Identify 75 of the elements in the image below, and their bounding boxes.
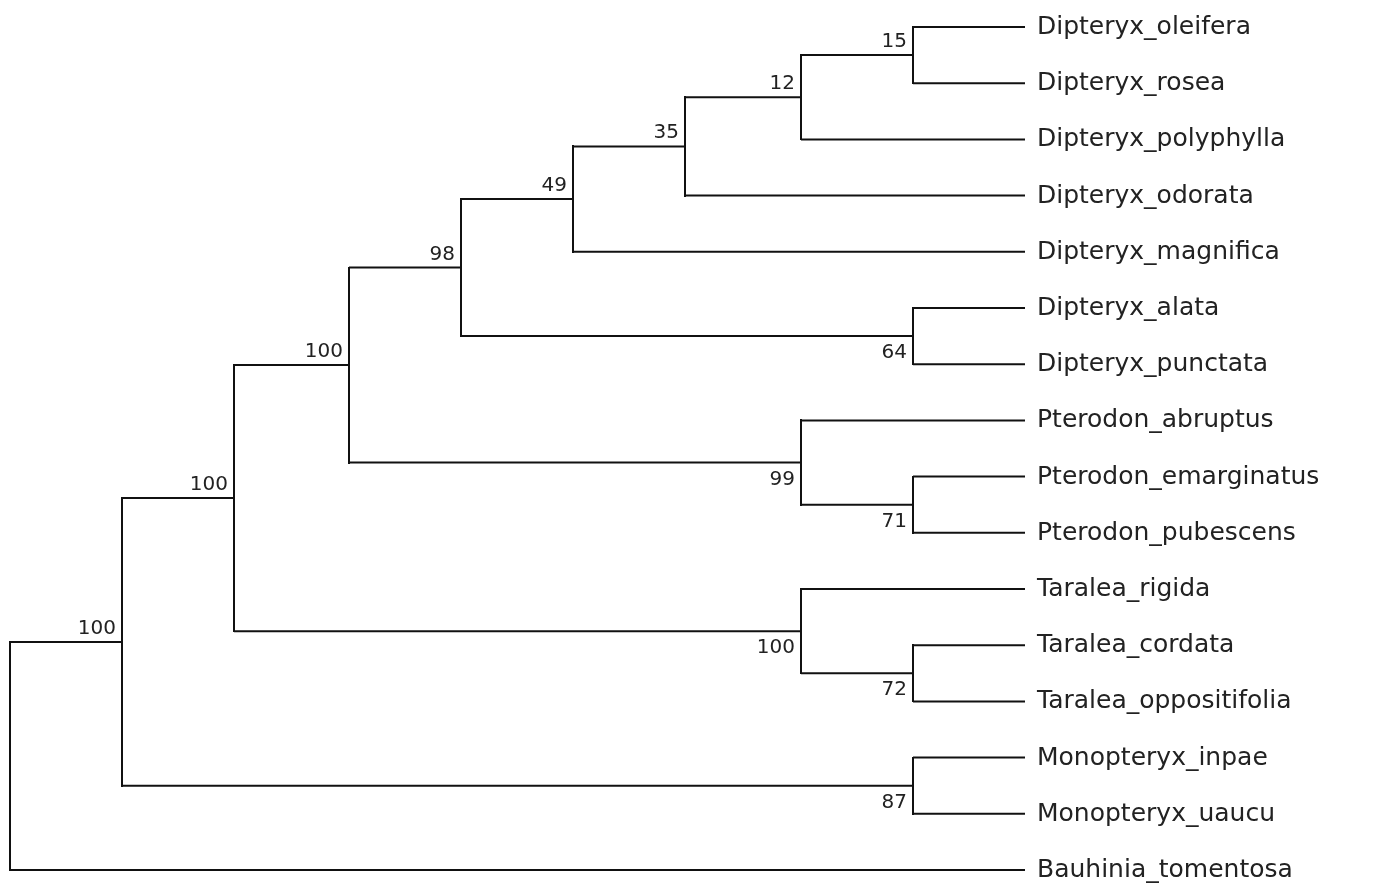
branch-line — [800, 588, 1026, 590]
branch-line — [912, 531, 1026, 534]
branch-line — [348, 461, 802, 464]
branch-line — [800, 419, 1026, 422]
bootstrap-value: 15 — [881, 29, 907, 52]
clade-node-line — [572, 145, 574, 253]
branch-line — [233, 630, 802, 633]
bootstrap-value: 100 — [189, 472, 228, 495]
branch-line — [912, 307, 1026, 309]
clade-node-line — [912, 307, 914, 366]
taxon-label: Dipteryx_alata — [1037, 292, 1220, 322]
taxon-label: Taralea_rigida — [1037, 573, 1211, 603]
branch-line — [572, 145, 686, 148]
bootstrap-value: 100 — [304, 339, 343, 362]
taxon-label: Dipteryx_punctata — [1037, 348, 1269, 379]
taxon-label: Dipteryx_oleifera — [1037, 11, 1251, 41]
branch-line — [800, 503, 914, 506]
branch-line — [684, 96, 802, 99]
bootstrap-value: 49 — [541, 173, 567, 196]
branch-line — [9, 869, 1026, 871]
taxon-label: Dipteryx_odorata — [1037, 179, 1254, 210]
bootstrap-value: 100 — [756, 635, 795, 658]
taxon-label: Pterodon_pubescens — [1037, 516, 1296, 547]
branch-line — [912, 82, 1026, 85]
branch-line — [684, 194, 1026, 197]
branch-line — [348, 266, 462, 269]
clade-node-line — [460, 198, 462, 338]
bootstrap-value: 87 — [881, 789, 907, 812]
taxon-label: Pterodon_emarginatus — [1037, 460, 1320, 491]
branch-line — [800, 54, 914, 57]
taxon-label: Dipteryx_polyphylla — [1037, 123, 1286, 154]
clade-node-line — [912, 26, 914, 85]
bootstrap-value: 100 — [77, 615, 116, 638]
taxon-label: Pterodon_abruptus — [1037, 404, 1274, 435]
branch-line — [912, 812, 1026, 815]
branch-line — [121, 784, 914, 787]
clade-node-line — [800, 54, 802, 141]
clade-node-line — [233, 364, 235, 633]
branch-line — [912, 363, 1026, 366]
branch-line — [233, 364, 350, 367]
bootstrap-value: 98 — [429, 241, 455, 264]
taxon-label: Taralea_oppositifolia — [1037, 685, 1292, 716]
taxon-label: Monopteryx_uaucu — [1037, 797, 1276, 828]
clade-node-line — [348, 266, 350, 464]
branch-line — [460, 335, 914, 338]
branch-line — [912, 26, 1026, 28]
branch-line — [912, 700, 1026, 703]
branch-line — [912, 475, 1026, 478]
branch-line — [912, 756, 1026, 759]
branch-line — [800, 138, 1026, 141]
bootstrap-value: 64 — [881, 340, 907, 363]
branch-line — [800, 672, 914, 675]
clade-node-line — [684, 96, 686, 197]
clade-node-line — [121, 497, 123, 787]
clade-node-line — [800, 588, 802, 675]
clade-node-line — [800, 419, 802, 506]
branch-line — [9, 640, 123, 643]
bootstrap-value: 12 — [769, 71, 795, 94]
bootstrap-value: 99 — [769, 466, 795, 489]
taxon-label: Taralea_cordata — [1037, 629, 1235, 660]
clade-node-line — [912, 475, 914, 534]
taxon-label: Dipteryx_magnifica — [1037, 235, 1280, 266]
branch-line — [460, 198, 574, 201]
clade-node-line — [9, 640, 11, 871]
clade-node-line — [912, 756, 914, 815]
taxon-label: Monopteryx_inpae — [1037, 741, 1268, 772]
taxon-label: Dipteryx_rosea — [1037, 67, 1226, 98]
branch-line — [912, 644, 1026, 647]
branch-line — [572, 250, 1026, 253]
clade-node-line — [912, 644, 914, 703]
bootstrap-value: 72 — [881, 677, 907, 700]
taxon-label: Bauhinia_tomentosa — [1037, 854, 1293, 884]
branch-line — [121, 497, 235, 500]
bootstrap-value: 35 — [653, 120, 679, 143]
bootstrap-value: 71 — [881, 508, 907, 531]
